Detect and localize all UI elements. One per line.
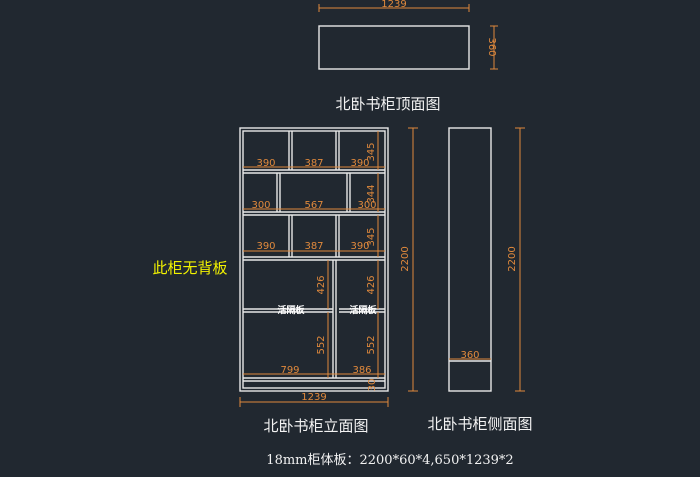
lower-left-height: 552: [316, 335, 327, 354]
bottom-left-width: 799: [280, 365, 299, 376]
overall-width-dim: 1239: [301, 392, 326, 403]
side-height-dim: 2200: [507, 246, 518, 271]
row1-dim-mid: 387: [304, 158, 323, 169]
front-view-title: 北卧书柜立面图: [263, 417, 368, 435]
movable-shelf-label-right: 活隔板: [349, 304, 377, 316]
top-view-title: 北卧书柜顶面图: [335, 95, 440, 113]
row2-dim-mid: 567: [304, 200, 323, 211]
row3-dim-mid: 387: [304, 241, 323, 252]
top-view: 1239 360 北卧书柜顶面图: [318, 0, 498, 113]
row3-dim-left: 390: [256, 241, 275, 252]
side-depth-dim: 360: [460, 350, 479, 361]
row1-dim-left: 390: [256, 158, 275, 169]
side-view-outline: [448, 127, 492, 392]
top-view-outline: [318, 25, 470, 70]
row3-height-dim: 345: [366, 227, 377, 246]
top-width-dim: 1239: [381, 0, 406, 10]
top-depth-dim: 360: [486, 37, 497, 56]
row2-dim-left: 300: [251, 200, 270, 211]
row2-dim-right: 300: [357, 200, 376, 211]
side-view-title: 北卧书柜侧面图: [427, 415, 532, 433]
lower-right-height: 552: [366, 335, 377, 354]
side-view: 360 2200 北卧书柜侧面图: [427, 127, 533, 433]
row2-height-dim: 344: [366, 184, 377, 203]
row1-height-dim: 345: [366, 142, 377, 161]
board-spec: 18mm柜体板：2200*60*4,650*1239*2: [266, 453, 513, 468]
no-back-panel-note: 此柜无背板: [152, 259, 227, 277]
row1-dim-right: 390: [350, 158, 369, 169]
movable-shelf-label-left: 活隔板: [277, 304, 305, 316]
front-view: 390 387 390 345 300 567 300 344 390 387 …: [152, 127, 418, 435]
row3-dim-right: 390: [350, 241, 369, 252]
overall-height-dim: 2200: [400, 246, 411, 271]
cabinet-outline: [239, 127, 389, 392]
bottom-right-width: 386: [352, 365, 371, 376]
lower-left-upper-height: 426: [316, 275, 327, 294]
plinth-dim: 30: [367, 379, 378, 392]
lower-right-upper-height: 426: [366, 275, 377, 294]
